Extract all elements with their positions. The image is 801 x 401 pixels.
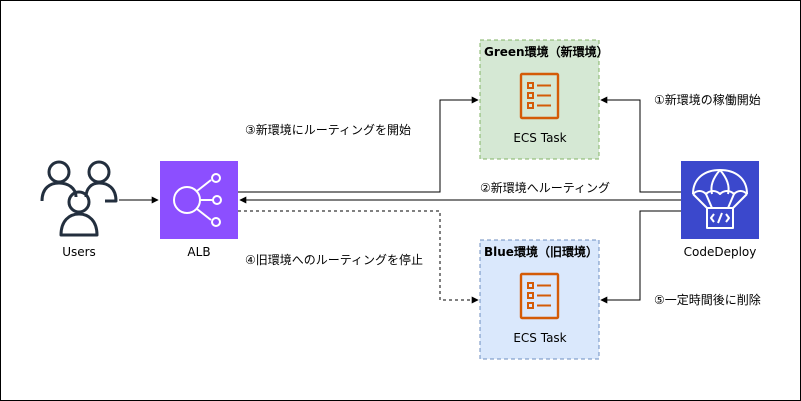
codedeploy-to-green-arrow xyxy=(600,96,681,193)
codedeploy-tile xyxy=(681,161,759,239)
codedeploy-label: CodeDeploy xyxy=(684,245,757,259)
codedeploy-to-blue-arrow xyxy=(600,210,681,304)
blue-environment-title: Blue環境（旧環境） xyxy=(484,244,598,259)
step4-annotation: ④旧環境へのルーティングを停止 xyxy=(245,252,423,267)
ecs-task-icon xyxy=(519,272,560,320)
step1-annotation: ①新環境の稼働開始 xyxy=(654,92,761,107)
step3-annotation: ③新環境にルーティングを開始 xyxy=(245,122,411,137)
users-icon xyxy=(40,160,118,237)
users-label: Users xyxy=(62,245,96,259)
alb-to-blue-arrow xyxy=(238,210,479,304)
blue-environment-box xyxy=(479,239,600,360)
green-environment: Green環境（新環境） ECS Task xyxy=(479,39,609,160)
green-task-label: ECS Task xyxy=(513,131,566,145)
alb-to-green-arrow xyxy=(238,96,479,193)
blue-environment: Blue環境（旧環境） ECS Task xyxy=(479,239,600,360)
green-environment-box xyxy=(479,39,600,160)
load-balancer-icon xyxy=(173,173,222,227)
ecs-task-icon xyxy=(519,72,560,120)
blue-task-label: ECS Task xyxy=(513,331,566,345)
codedeploy-node xyxy=(681,161,759,239)
codedeploy-icon xyxy=(692,169,748,229)
step5-annotation: ⑤一定時間後に削除 xyxy=(654,292,761,307)
alb-label: ALB xyxy=(187,245,210,259)
step2-annotation: ②新環境へルーティング xyxy=(480,180,610,195)
green-environment-title: Green環境（新環境） xyxy=(484,44,609,59)
alb-node xyxy=(160,161,238,239)
